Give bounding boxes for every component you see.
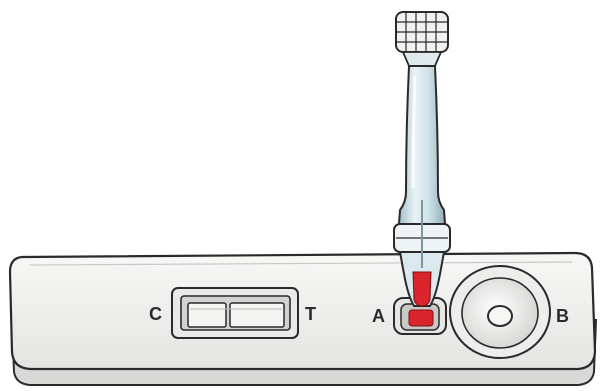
cassette-top — [8, 251, 597, 371]
result-window — [171, 287, 299, 339]
blood-drop-icon — [408, 309, 434, 327]
sample-well — [393, 297, 447, 335]
buffer-well-label: B — [556, 306, 569, 326]
control-line-label: C — [149, 304, 162, 324]
test-cassette: C T A B — [8, 251, 598, 386]
buffer-well — [449, 265, 551, 359]
test-line-label: T — [305, 304, 316, 324]
dropper-icon — [393, 11, 451, 307]
sample-well-label: A — [372, 306, 385, 326]
